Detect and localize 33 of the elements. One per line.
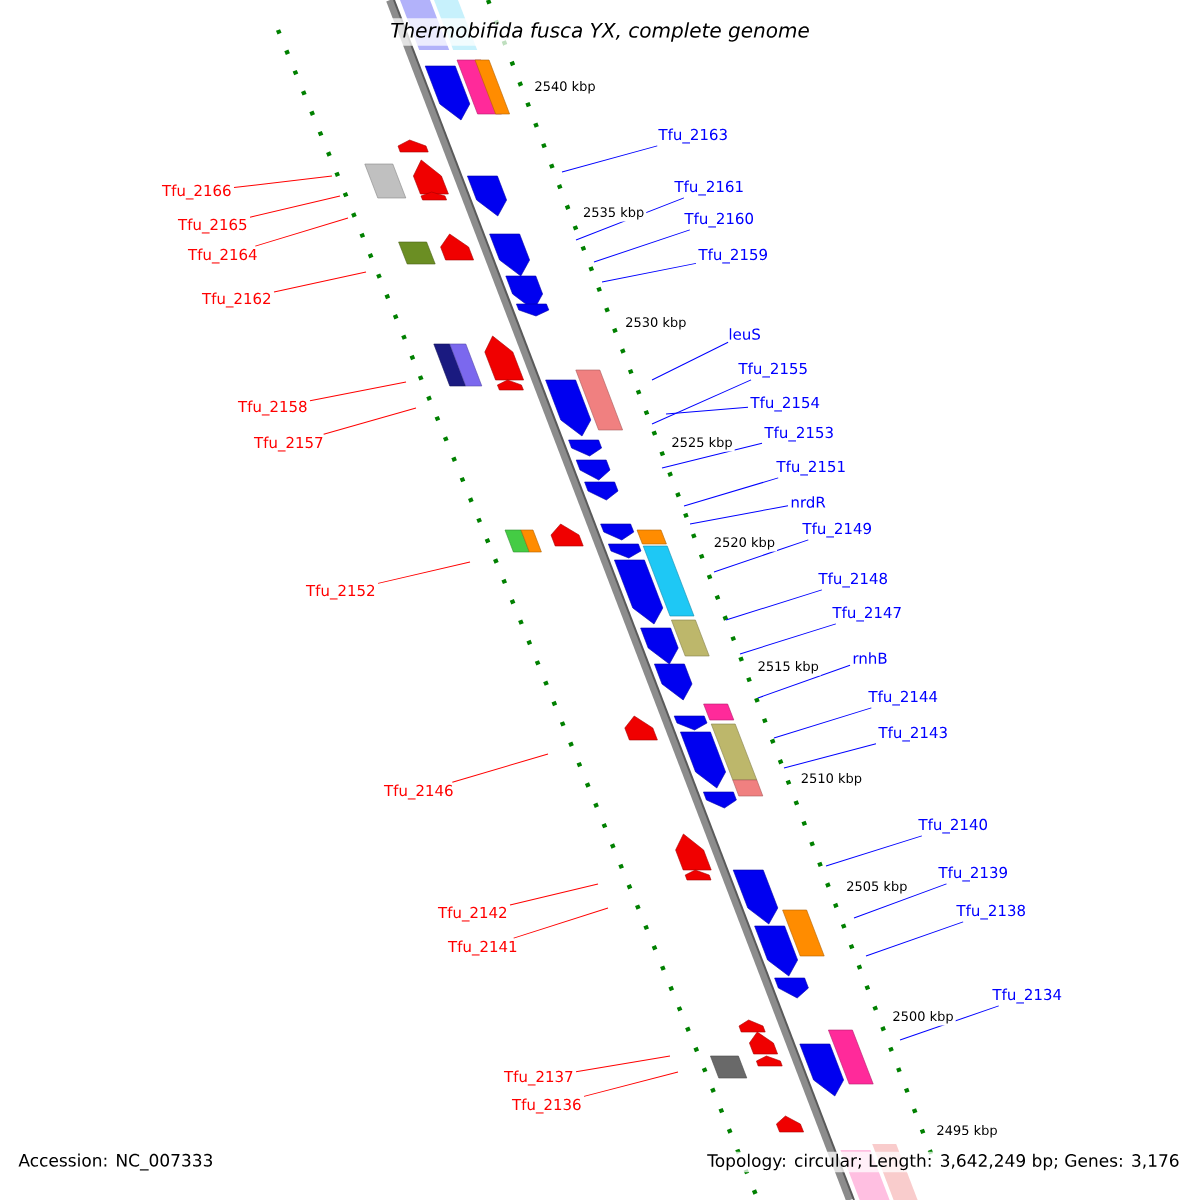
- leader-line: [825, 835, 923, 867]
- leader-line: [853, 883, 947, 919]
- leader-line: [583, 1071, 679, 1097]
- leader-line: [451, 753, 549, 783]
- leader-line: [601, 262, 697, 283]
- leader-line: [273, 271, 367, 293]
- leader-line: [575, 1055, 671, 1073]
- leader-line: [323, 407, 417, 435]
- leader-line: [561, 145, 658, 173]
- leader-line: [254, 217, 349, 247]
- accession-note: Accession: NC_007333: [16, 1151, 216, 1173]
- genome-summary: Topology: circular; Length: 3,642,249 bp; Genes: 3,176: [705, 1151, 1182, 1173]
- leader-line: [773, 707, 872, 739]
- leader-line: [377, 561, 471, 584]
- leader-line: [783, 743, 877, 769]
- leader-line: [661, 442, 763, 469]
- leader-line: [593, 229, 691, 263]
- leader-line: [725, 589, 823, 621]
- leader-line: [757, 664, 851, 699]
- leader-line: [651, 341, 729, 381]
- leader-line: [233, 175, 333, 189]
- leader-line: [509, 883, 599, 906]
- leader-line: [665, 406, 749, 415]
- leader-line: [651, 379, 752, 425]
- title: Thermobifida fusca YX, complete genome: [386, 18, 814, 46]
- leader-line: [713, 539, 809, 573]
- leader-line: [513, 907, 609, 939]
- leader-line: [309, 381, 407, 402]
- leader-line: [683, 477, 779, 507]
- leader-line: [249, 195, 341, 218]
- leader-line: [865, 921, 964, 957]
- leader-line: [739, 623, 837, 655]
- leader-line: [689, 505, 789, 525]
